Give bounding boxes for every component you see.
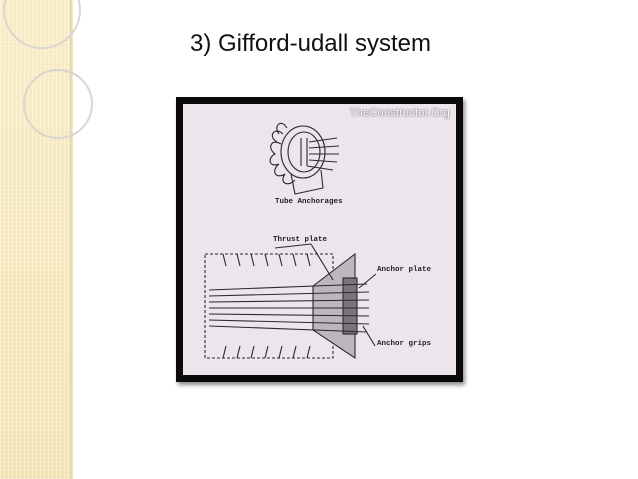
anchorage-sketch — [204, 122, 377, 360]
anchor-grips-label: Anchor grips — [377, 340, 432, 348]
decorative-rings — [3, 0, 93, 139]
watermark: TheConstructor.Org — [349, 107, 450, 119]
figure-frame: TheConstructor.Org Tube Anchorages Thrus… — [176, 97, 463, 382]
slide-title: 3) Gifford-udall system — [190, 30, 431, 57]
tube-anchorage-sketch — [269, 122, 340, 195]
anchorage-drawing: TheConstructor.Org Tube Anchorages Thrus… — [183, 104, 456, 375]
decorative-ring-lower — [23, 69, 93, 139]
sidebar-edge — [70, 0, 73, 479]
tube-anchorages-label: Tube Anchorages — [275, 198, 343, 206]
thrust-plate-label: Thrust plate — [273, 236, 328, 244]
anchorage-cross-section — [204, 243, 377, 360]
decorative-ring-upper — [3, 0, 81, 49]
anchor-plate-label: Anchor plate — [377, 266, 432, 274]
